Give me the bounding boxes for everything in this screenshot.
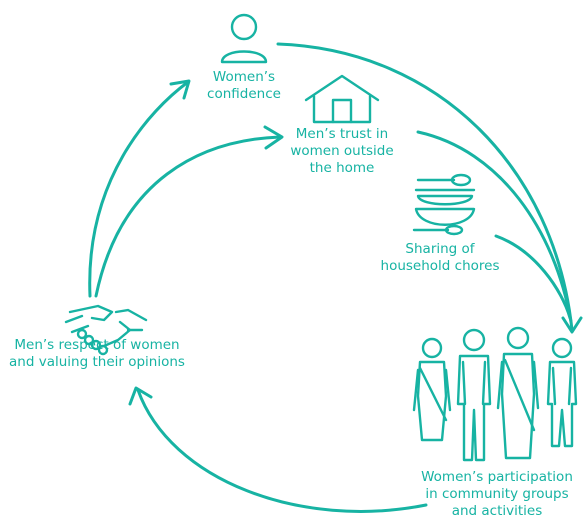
label-line: in community groups [425,486,569,502]
label-line: Sharing of [405,241,475,257]
handshake-icon [64,304,148,356]
label-line: and activities [451,503,543,519]
dishes-icon [412,173,476,236]
label-mens-respect: Men’s respect of women and valuing their… [9,337,185,371]
person-figure-3 [496,326,540,460]
label-line: the home [309,160,375,176]
arrow-trust-to-participation [416,130,573,324]
person-icon [220,13,268,64]
label-line: Men’s trust in [295,126,389,142]
arrow-confidence-to-participation [276,42,583,334]
arrow-participation-to-respect [128,386,428,513]
arrow-respect-to-trust [94,125,284,298]
label-line: Women’s [212,69,276,85]
label-line: women outside [290,143,394,159]
person-figure-4 [546,337,578,448]
label-womens-confidence: Women’s confidence [207,69,281,103]
arrow-chores-to-participation [494,234,572,320]
label-line: household chores [380,258,500,274]
house-icon [304,74,380,124]
label-line: Women’s participation [421,469,573,485]
label-line: and valuing their opinions [9,354,185,370]
person-figure-1 [412,337,452,442]
label-womens-participation: Women’s participation in community group… [421,469,573,520]
group-of-people-icon [412,326,578,462]
label-mens-trust: Men’s trust in women outside the home [290,126,393,177]
label-line: Men’s respect of women [14,337,180,353]
person-figure-2 [456,328,492,462]
label-line: confidence [207,86,281,102]
label-sharing-chores: Sharing of household chores [381,241,500,275]
arrow-respect-to-confidence [88,79,191,298]
